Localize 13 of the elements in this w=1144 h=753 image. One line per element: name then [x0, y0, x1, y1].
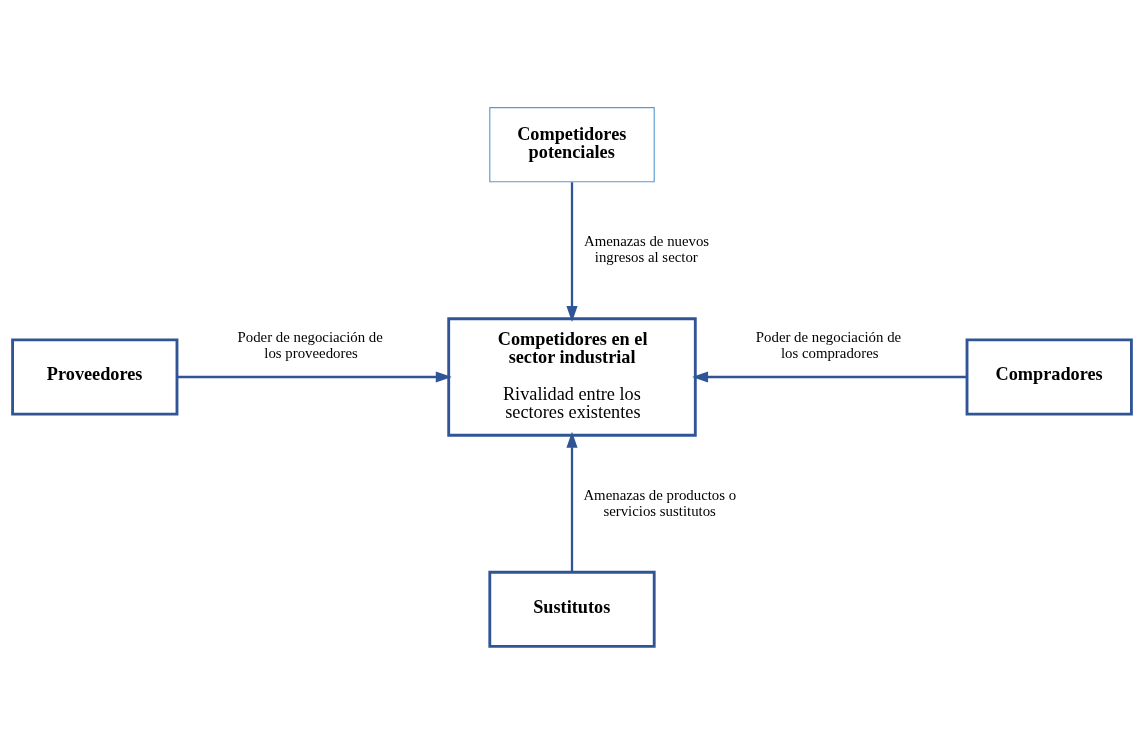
- arrow: [566, 181, 578, 322]
- node-box: Sustitutos: [488, 570, 656, 648]
- node-box: Competidores potenciales: [489, 106, 655, 182]
- edge-label: Poder de negociación de los proveedores: [237, 328, 383, 361]
- edge-label: Amenazas de productos o servicios sustitutos: [583, 486, 737, 519]
- arrow: [177, 370, 452, 383]
- node-box: Competidores en el sector industrial Rivalidad entre los sectores existentes: [447, 316, 697, 437]
- node-box: Proveedores: [11, 337, 179, 416]
- arrow: [692, 370, 967, 383]
- arrow: [566, 431, 578, 572]
- node-box: Compradores: [965, 337, 1133, 416]
- edge-label: Poder de negociación de los compradores: [755, 328, 902, 361]
- edge-label: Amenazas de nuevos ingresos al sector: [583, 232, 710, 265]
